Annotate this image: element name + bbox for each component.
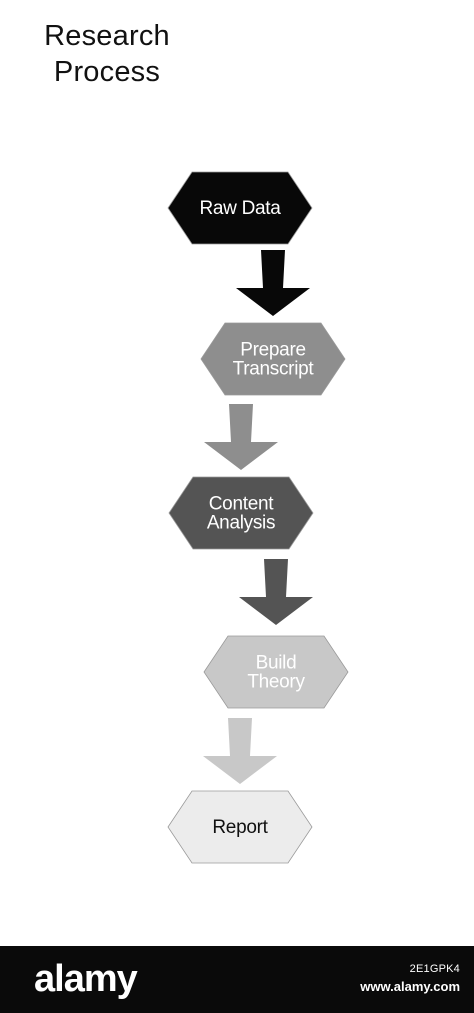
hexagon-shape <box>203 635 349 709</box>
hexagon-shape <box>167 790 313 864</box>
title-line-2: Process <box>53 56 161 88</box>
title-line-1: Research <box>44 20 170 52</box>
arrow-down-icon <box>239 559 313 625</box>
diagram-title: Research Process <box>22 18 192 90</box>
hexagon-shape <box>200 322 346 396</box>
step-label: Build <box>256 653 297 674</box>
step-label: Content <box>209 494 274 515</box>
arrow-down-icon <box>236 250 310 316</box>
step-label: Analysis <box>207 513 275 534</box>
process-step: Report <box>167 790 313 864</box>
step-label: Transcript <box>233 359 315 380</box>
step-label: Prepare <box>240 340 306 361</box>
hexagon-shape <box>167 171 313 245</box>
flowchart: Raw DataPrepareTranscriptContentAnalysis… <box>167 171 349 864</box>
step-label: Report <box>212 817 268 838</box>
footer-meta: 2E1GPK4 www.alamy.com <box>360 960 460 996</box>
arrow-down-icon <box>204 404 278 470</box>
hexagon-shape <box>168 476 314 550</box>
step-label: Raw Data <box>199 198 281 219</box>
arrow-down-icon <box>203 718 277 784</box>
footer-bar: alamy 2E1GPK4 www.alamy.com <box>0 946 474 1013</box>
image-id: 2E1GPK4 <box>409 963 460 975</box>
footer-url: www.alamy.com <box>360 979 460 994</box>
step-label: Theory <box>247 672 305 693</box>
process-step: Raw Data <box>167 171 313 245</box>
alamy-logo: alamy <box>34 958 138 1000</box>
